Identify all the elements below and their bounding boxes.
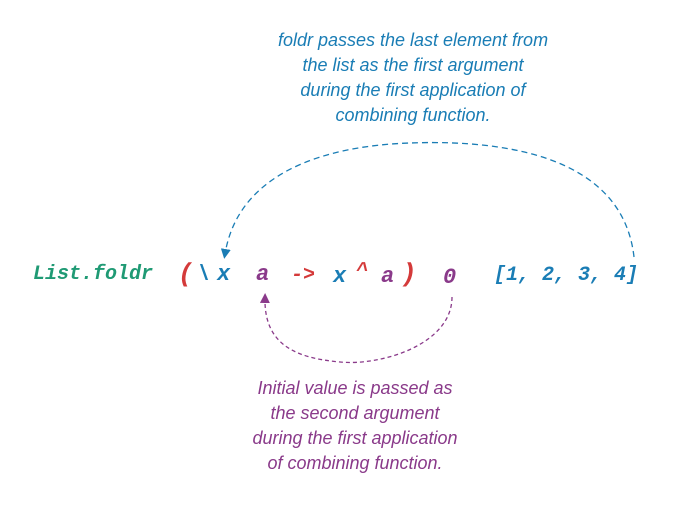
foldr-last-element-note: foldr passes the last element from the l… <box>233 28 593 128</box>
function-name: List.foldr <box>33 263 154 286</box>
initial-value: 0 <box>443 265 457 290</box>
close-paren: ) <box>401 259 417 289</box>
input-list: [1, 2, 3, 4] <box>494 264 639 287</box>
initial-value-note: Initial value is passed as the second ar… <box>225 376 485 476</box>
body-x: x <box>333 264 347 289</box>
param-a: a <box>256 262 270 287</box>
note-line: foldr passes the last element from <box>277 30 549 50</box>
lambda-arrow: -> <box>291 264 316 287</box>
note-line: the second argument <box>270 403 440 423</box>
note-line: Initial value is passed as <box>257 378 453 398</box>
lambda-backslash: \ <box>197 262 211 287</box>
note-line: of combining function. <box>267 453 443 473</box>
note-line: the list as the first argument <box>302 55 524 75</box>
open-paren: ( <box>178 259 194 289</box>
note-line: combining function. <box>335 105 491 125</box>
last-element-to-x-arrow <box>220 141 635 259</box>
initial-value-to-a-arrow <box>259 293 453 364</box>
concat-operator: ^ <box>356 260 369 283</box>
note-line: during the first application <box>252 428 458 448</box>
body-a: a <box>381 264 395 289</box>
param-x: x <box>217 262 231 287</box>
note-line: during the first application of <box>300 80 526 100</box>
